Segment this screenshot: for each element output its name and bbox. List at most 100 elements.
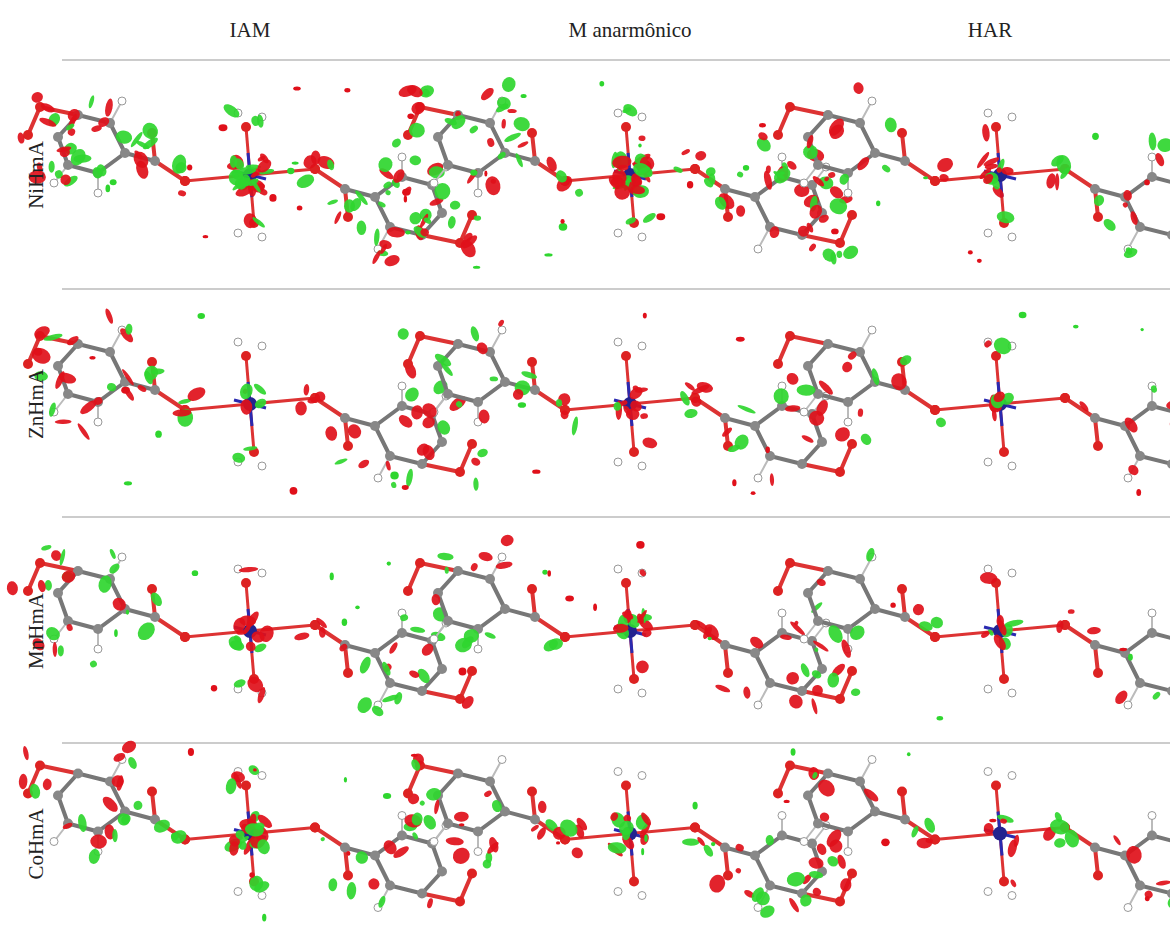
density-lobe: [409, 155, 422, 166]
bond: [420, 336, 458, 344]
hydrogen-atom: [258, 342, 266, 350]
density-lobe: [814, 647, 818, 652]
density-lobe: [44, 580, 52, 591]
hydrogen-atom: [614, 229, 622, 237]
atom: [754, 474, 762, 482]
density-lobe: [409, 100, 426, 117]
density-lobe: [798, 225, 810, 236]
density-lobe: [330, 573, 334, 581]
density-lobe: [556, 399, 563, 407]
density-lobe: [732, 479, 736, 486]
density-lobe: [865, 547, 876, 563]
density-lobe: [982, 156, 1000, 168]
hydrogen-atom: [614, 768, 622, 776]
density-lobe: [142, 363, 161, 383]
oxygen-atom: [999, 447, 1009, 457]
atom: [1090, 640, 1100, 650]
density-lobe: [458, 237, 479, 260]
density-lobe: [535, 826, 548, 841]
density-lobe: [294, 631, 311, 641]
density-lobe: [632, 385, 638, 390]
density-lobe: [444, 117, 458, 127]
density-lobe: [62, 822, 73, 831]
atom: [1167, 686, 1170, 696]
density-lobe: [857, 408, 863, 417]
atom: [23, 130, 33, 140]
density-lobe: [996, 619, 1008, 637]
density-lobe: [599, 81, 604, 86]
atom: [870, 807, 880, 817]
density-lobe: [355, 606, 360, 610]
density-lobe: [823, 176, 829, 182]
density-lobe: [876, 200, 880, 206]
density-lobe: [373, 228, 380, 246]
density-lobe: [251, 216, 266, 229]
atom: [53, 588, 63, 598]
atom: [750, 421, 760, 431]
oxygen-atom: [621, 578, 631, 588]
density-lobe: [469, 325, 481, 342]
density-lobe: [333, 211, 343, 225]
atom: [754, 245, 762, 253]
density-lobe: [410, 626, 426, 634]
atom: [310, 823, 320, 833]
density-lobe: [570, 845, 585, 860]
bond: [755, 197, 770, 227]
atom: [485, 118, 495, 128]
density-lobe: [827, 122, 847, 142]
density-lobe: [636, 609, 648, 624]
atom: [530, 385, 540, 395]
density-lobe: [1122, 415, 1140, 435]
density-lobe: [1154, 152, 1166, 168]
density-lobe: [435, 418, 452, 437]
hydrogen-atom: [234, 229, 242, 237]
density-lobe: [787, 897, 800, 914]
density-lobe: [829, 839, 843, 853]
atom: [900, 612, 910, 622]
density-lobe: [695, 380, 714, 394]
density-lobe: [391, 167, 407, 185]
density-lobe: [449, 200, 461, 211]
density-lobe: [390, 481, 397, 488]
density-lobe: [785, 159, 798, 171]
density-lobe: [450, 844, 473, 867]
density-lobe: [377, 200, 386, 208]
density-lobe: [420, 443, 437, 462]
density-lobe: [354, 694, 374, 715]
bond: [848, 153, 875, 173]
density-lobe: [173, 160, 189, 176]
density-lobe: [243, 445, 258, 451]
density-lobe: [326, 159, 336, 171]
density-lobe: [320, 837, 325, 842]
atom: [430, 635, 438, 643]
hydrogen-atom: [1008, 689, 1016, 697]
density-lobe: [935, 155, 956, 174]
density-lobe: [571, 416, 580, 436]
molecule-panel: [773, 547, 1170, 720]
density-lobe: [681, 148, 691, 156]
atom: [800, 179, 808, 187]
bond: [1125, 197, 1140, 227]
atom: [398, 153, 406, 161]
density-lobe: [542, 570, 547, 575]
row-label: MnHmA: [24, 593, 49, 669]
density-lobe: [923, 176, 928, 179]
density-lobe: [641, 211, 657, 225]
oxygen-atom: [930, 405, 940, 415]
density-lobe: [765, 447, 770, 454]
atom: [527, 787, 537, 797]
atom: [754, 701, 762, 709]
density-lobe: [338, 643, 349, 653]
density-lobe: [269, 194, 276, 202]
density-lobe: [486, 137, 495, 148]
atom: [1093, 212, 1103, 222]
atom: [807, 839, 817, 849]
density-lobe: [405, 468, 414, 487]
atom: [150, 156, 160, 166]
density-lobe: [929, 615, 944, 630]
bond: [420, 766, 458, 774]
hydrogen-atom: [614, 565, 622, 573]
atom: [1148, 812, 1156, 820]
density-lobe: [311, 150, 321, 164]
density-lobe: [748, 634, 766, 651]
